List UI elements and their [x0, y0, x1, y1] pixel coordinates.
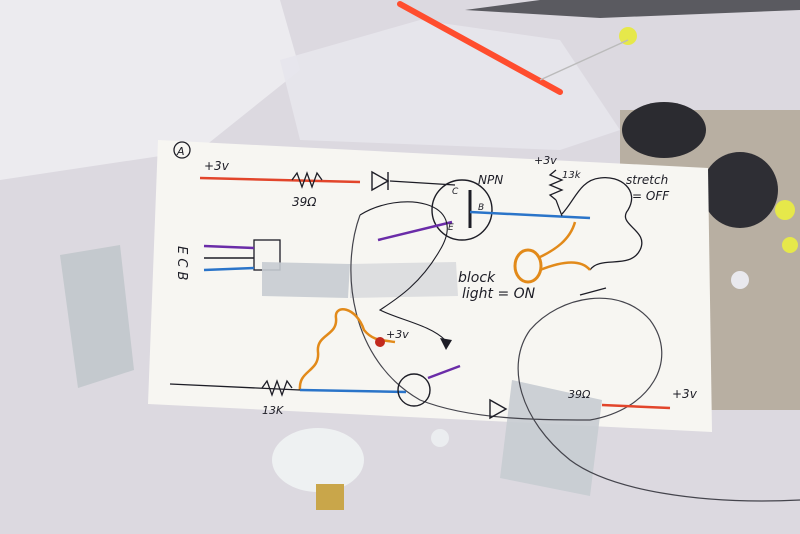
- tape-loop: [60, 245, 134, 388]
- scissors: [465, 0, 800, 18]
- button-cap: [272, 428, 364, 492]
- label-base: B: [478, 203, 484, 213]
- coin-cell-battery-icon: [622, 102, 706, 158]
- conductive-thread: [350, 214, 800, 502]
- resistor-icon: [261, 379, 293, 397]
- led-icon: [731, 271, 749, 289]
- loop-wire: [359, 201, 448, 341]
- diode-icon: [489, 398, 508, 420]
- purple-lower-wire: [427, 364, 461, 380]
- label-13k-bottom: 13K: [262, 404, 284, 417]
- led-icon: [619, 27, 637, 45]
- label-light-on: light = ON: [462, 286, 536, 302]
- label-emitter: E: [448, 223, 454, 233]
- label-plus3v-mid: +3v: [534, 154, 557, 167]
- wire-resistor-base: [555, 199, 563, 217]
- plastic-bag: [280, 20, 620, 150]
- wire-diode-npn: [389, 180, 456, 186]
- label-collector: C: [452, 187, 459, 197]
- tape-strip: [350, 262, 458, 298]
- red-zip-strip: [397, 1, 563, 95]
- npn-transistor-lower-icon: [397, 373, 431, 407]
- resistor-icon: [291, 171, 323, 189]
- orange-lead: [537, 221, 577, 260]
- label-resistor-top: 39Ω: [292, 195, 317, 209]
- red-dot: [375, 337, 385, 347]
- led-icon: [431, 429, 449, 447]
- led-lead: [539, 39, 629, 81]
- label-off: = OFF: [632, 189, 670, 203]
- stretch-sensor-wire: [561, 176, 643, 271]
- label-plus3v-top: +3v: [204, 159, 230, 173]
- bottom-red-wire: [601, 403, 671, 410]
- label-13k-top: 13k: [562, 170, 582, 181]
- label-npn: NPN: [478, 173, 503, 187]
- battery-icon: [579, 287, 607, 296]
- label-resistor-right: 39Ω: [568, 388, 591, 401]
- label-stretch: stretch: [626, 173, 668, 187]
- label-pinout: E C B: [174, 246, 189, 281]
- coin-cell-battery-icon: [702, 152, 778, 228]
- battery-clip: [316, 484, 344, 510]
- resistor-icon: [548, 169, 564, 201]
- label-plus3v-right: +3v: [672, 387, 698, 401]
- tape-strip: [262, 262, 350, 298]
- bottom-ground-wire: [169, 383, 301, 391]
- lower-stretch-sensor: [298, 308, 396, 391]
- pinout-base-lead: [203, 266, 255, 272]
- corner-circle: [173, 141, 191, 159]
- felt-sheet: [0, 0, 300, 180]
- photoresistor-icon: [513, 248, 543, 284]
- purple-emitter-wire: [377, 220, 453, 242]
- top-red-wire: [199, 176, 361, 184]
- pinout-emitter-lead: [203, 244, 255, 250]
- orange-lead: [539, 261, 591, 272]
- npn-transistor-icon: [431, 179, 493, 241]
- diode-icon: [371, 170, 390, 192]
- blue-base-wire: [469, 210, 591, 220]
- led-icon: [775, 200, 795, 220]
- corner-mark: A: [176, 145, 185, 158]
- arrow-icon: [440, 338, 452, 350]
- label-plus3v-lower: +3v: [386, 328, 409, 341]
- led-icon: [782, 237, 798, 253]
- label-block: block: [458, 270, 496, 286]
- blue-lower-wire: [299, 388, 407, 394]
- tape-strip: [500, 380, 602, 496]
